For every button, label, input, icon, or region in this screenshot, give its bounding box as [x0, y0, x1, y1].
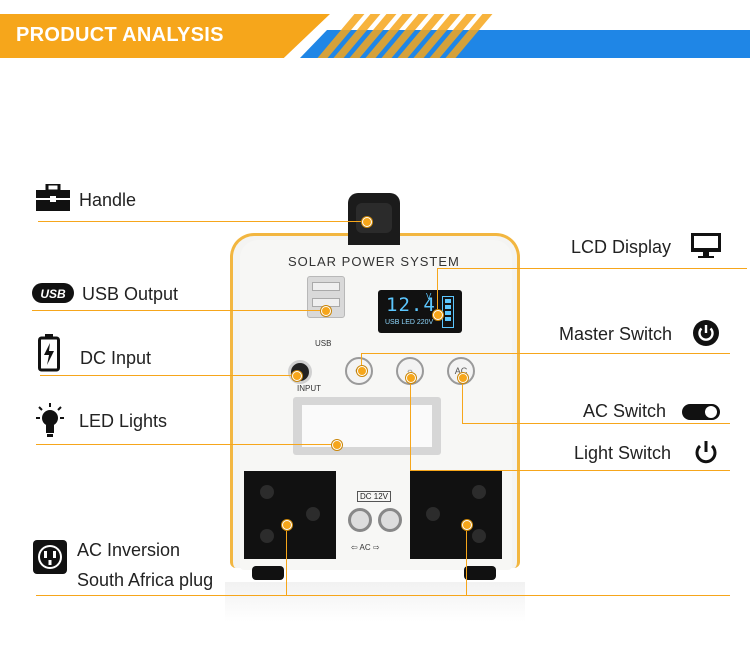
- socket-pin: [426, 507, 440, 521]
- label-lcd-display: LCD Display: [571, 237, 672, 257]
- callout-line-ac-inversion: [36, 595, 290, 596]
- socket-pin: [260, 485, 274, 499]
- dc-output-jack: [378, 508, 402, 532]
- callout-line-handle: [38, 221, 368, 222]
- ac-socket-right: [410, 471, 502, 559]
- device-brand-text: SOLAR POWER SYSTEM: [288, 254, 460, 269]
- callout-dot-lcd: [433, 310, 443, 320]
- callout-line-master: [361, 353, 730, 354]
- lcd-screen: 12.4 V USB LED 220V: [378, 290, 462, 333]
- bulb-icon: [33, 402, 67, 447]
- monitor-icon: [691, 233, 721, 264]
- usb-badge-icon: USB: [32, 283, 74, 308]
- usb-slot: [312, 282, 340, 291]
- toolbox-icon: [36, 182, 70, 217]
- svg-text:USB: USB: [40, 287, 66, 301]
- callout-line-ac-switch-vertical: [462, 376, 463, 424]
- label-handle: Handle: [79, 190, 137, 210]
- callout-dot-ac-switch: [458, 373, 468, 383]
- device-foot: [252, 566, 284, 580]
- section-banner: PRODUCT ANALYSIS: [0, 0, 750, 58]
- callout-dot-usb: [321, 306, 331, 316]
- callout-dot-master: [357, 366, 367, 376]
- callout-line-lcd-vertical: [437, 268, 438, 314]
- label-ac-switch: AC Switch: [583, 401, 667, 421]
- callout-dot-handle: [362, 217, 372, 227]
- battery-icon: [38, 334, 60, 377]
- dc-input-label: INPUT: [297, 384, 321, 393]
- socket-pin: [472, 485, 486, 499]
- label-light-switch: Light Switch: [574, 443, 672, 463]
- callout-line-ac-switch: [462, 423, 730, 424]
- toggle-icon: [682, 404, 720, 425]
- power-icon: [693, 320, 719, 351]
- label-south-africa-plug: South Africa plug: [77, 570, 214, 590]
- device-reflection: [225, 582, 525, 622]
- callout-dot-led: [332, 440, 342, 450]
- label-master-switch: Master Switch: [559, 324, 673, 344]
- lcd-voltage: 12.4: [386, 294, 436, 316]
- ac-output-label: AC: [359, 543, 371, 552]
- outlet-icon: [33, 540, 67, 579]
- device-handle-grip: [356, 203, 392, 233]
- socket-pin: [472, 529, 486, 543]
- ac-socket-left: [244, 471, 336, 559]
- ac-arrows-label: ⇦ AC ⇨: [351, 543, 380, 552]
- dc-output-label: DC 12V: [357, 491, 392, 502]
- callout-dot-dc-input: [292, 371, 302, 381]
- label-usb-output: USB Output: [82, 284, 179, 304]
- callout-line-ac-inversion-vertical: [286, 524, 287, 596]
- socket-pin: [306, 507, 320, 521]
- callout-line-led: [36, 444, 338, 445]
- power-outline-icon: [693, 440, 719, 471]
- callout-line-usb: [32, 310, 326, 311]
- callout-dot-ac-inversion: [282, 520, 292, 530]
- device-foot: [464, 566, 496, 580]
- label-ac-inversion: AC Inversion: [77, 540, 181, 560]
- callout-line-master-vertical: [361, 353, 362, 371]
- led-light-panel: [302, 405, 432, 447]
- banner-title: PRODUCT ANALYSIS: [16, 24, 224, 46]
- callout-line-light-vertical: [410, 376, 411, 471]
- dc-output-jack: [348, 508, 372, 532]
- callout-line-light: [410, 470, 730, 471]
- label-dc-input: DC Input: [80, 348, 152, 368]
- label-led-lights: LED Lights: [79, 411, 168, 431]
- socket-pin: [260, 529, 274, 543]
- usb-port-label: USB: [315, 339, 332, 348]
- callout-line-ac-inversion-right: [290, 595, 730, 596]
- lcd-battery-icon: [442, 296, 454, 328]
- callout-dot-light: [406, 373, 416, 383]
- lcd-indicators: USB LED 220V: [385, 319, 434, 326]
- callout-dot-ac-inversion-right: [462, 520, 472, 530]
- callout-line-dc-input: [40, 375, 298, 376]
- lcd-unit: V: [426, 292, 432, 301]
- callout-line-ac-inversion-vertical-right: [466, 524, 467, 596]
- callout-line-lcd: [437, 268, 747, 269]
- banner-orange-bar: [0, 14, 330, 58]
